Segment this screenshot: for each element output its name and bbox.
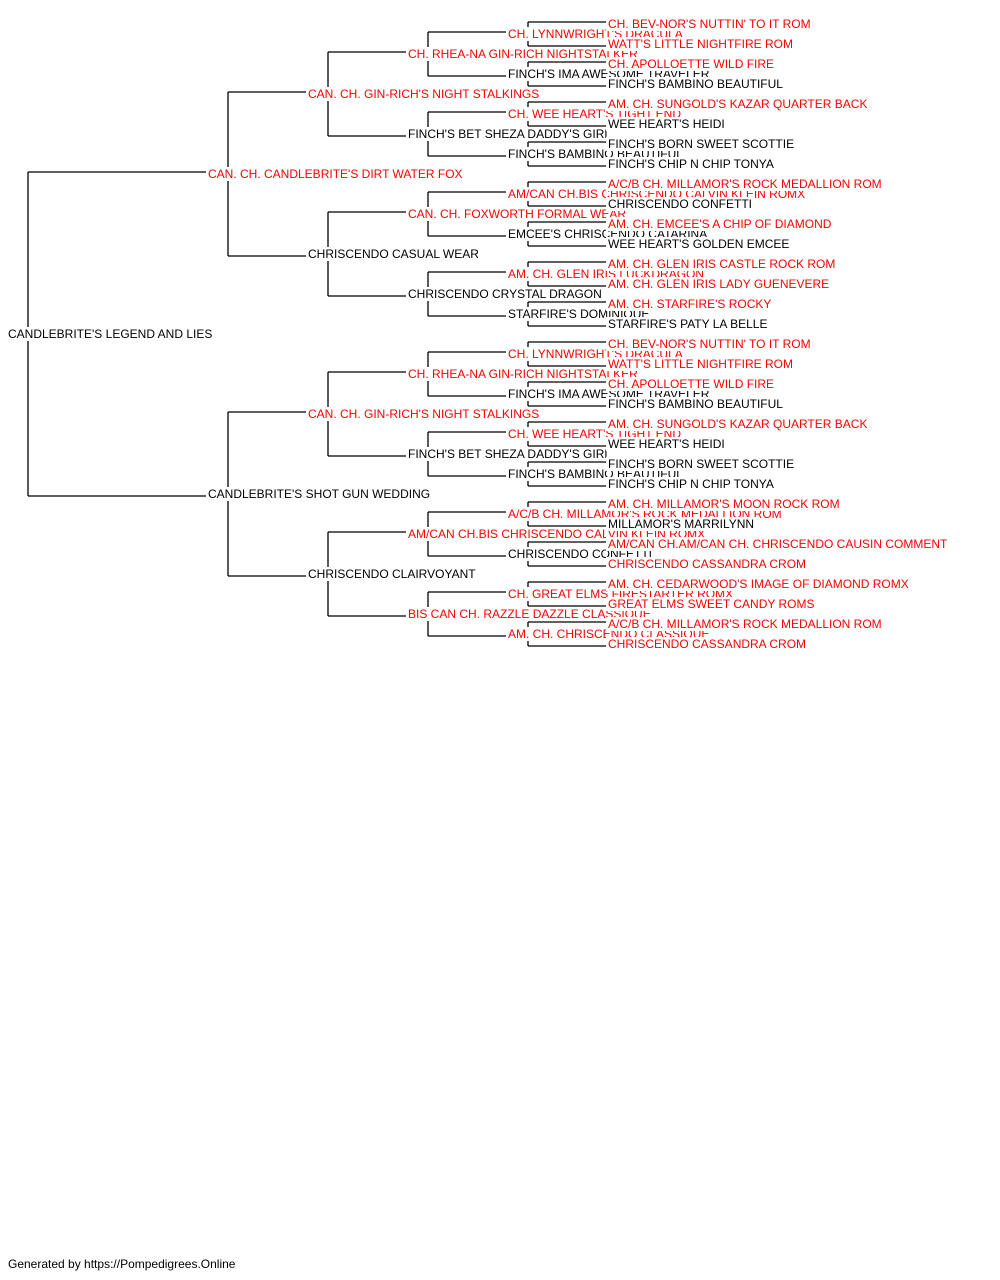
ancestor-name: WATT'S LITTLE NIGHTFIRE ROM xyxy=(608,357,793,371)
ancestor-name: FINCH'S BORN SWEET SCOTTIE xyxy=(608,457,794,471)
ancestor-name: WEE HEART'S GOLDEN EMCEE xyxy=(608,237,789,251)
label-backing xyxy=(606,337,813,351)
label-backing xyxy=(606,457,797,471)
ancestor-name: AM. CH. EMCEE'S A CHIP OF DIAMOND xyxy=(608,217,832,231)
label-backing xyxy=(206,487,433,501)
ancestor-name: AM. CH. MILLAMOR'S MOON ROCK ROM xyxy=(608,497,840,511)
label-backing xyxy=(606,477,776,491)
label-backing xyxy=(406,127,614,141)
ancestor-name: CHRISCENDO CRYSTAL DRAGON xyxy=(408,287,602,301)
ancestor-name: CH. BEV-NOR'S NUTTIN' TO IT ROM xyxy=(608,17,811,31)
label-backing xyxy=(606,197,754,211)
ancestor-name: AM. CH. GLEN IRIS LADY GUENEVERE xyxy=(608,277,829,291)
ancestor-name: CHRISCENDO CASSANDRA CROM xyxy=(608,557,806,571)
ancestor-name: CAN. CH. GIN-RICH'S NIGHT STALKINGS xyxy=(308,87,539,101)
label-backing xyxy=(606,637,809,651)
label-backing xyxy=(606,137,797,151)
label-backing xyxy=(606,277,832,291)
label-backing xyxy=(406,607,653,621)
label-backing xyxy=(406,47,641,61)
ancestor-name: FINCH'S BET SHEZA DADDY'S GIRL xyxy=(408,447,611,461)
ancestor-name: WATT'S LITTLE NIGHTFIRE ROM xyxy=(608,37,793,51)
ancestor-name: FINCH'S BAMBINO BEAUTIFUL xyxy=(608,77,783,91)
label-backing xyxy=(306,87,542,101)
ancestor-name: FINCH'S CHIP N CHIP TONYA xyxy=(608,157,774,171)
subject-dog-name: CANDLEBRITE'S LEGEND AND LIES xyxy=(8,327,212,341)
label-backing xyxy=(606,17,813,31)
label-backing xyxy=(306,567,479,581)
ancestor-name: WEE HEART'S HEIDI xyxy=(608,437,725,451)
ancestor-name: CHRISCENDO CONFETTI xyxy=(608,197,752,211)
label-backing xyxy=(606,77,786,91)
ancestor-name: AM. CH. CEDARWOOD'S IMAGE OF DIAMOND ROM… xyxy=(608,577,909,591)
label-backing xyxy=(606,317,770,331)
ancestor-name: CH. RHEA-NA GIN-RICH NIGHTSTALKER xyxy=(408,367,638,381)
ancestor-name: CANDLEBRITE'S SHOT GUN WEDDING xyxy=(208,487,430,501)
ancestor-name: AM. CH. SUNGOLD'S KAZAR QUARTER BACK xyxy=(608,97,867,111)
label-backing xyxy=(606,177,884,191)
label-backing xyxy=(606,417,870,431)
ancestor-name: FINCH'S CHIP N CHIP TONYA xyxy=(608,477,774,491)
label-backing xyxy=(606,357,795,371)
ancestor-name: AM/CAN CH.AM/CAN CH. CHRISCENDO CAUSIN C… xyxy=(608,537,948,551)
ancestor-name: CAN. CH. GIN-RICH'S NIGHT STALKINGS xyxy=(308,407,539,421)
label-backing xyxy=(606,517,757,531)
label-backing xyxy=(606,257,838,271)
label-backing xyxy=(606,217,834,231)
label-backing xyxy=(6,327,215,341)
ancestor-name: BIS CAN CH. RAZZLE DAZZLE CLASSIQUE xyxy=(408,607,651,621)
label-backing xyxy=(406,207,629,221)
ancestor-name: MILLAMOR'S MARRILYNN xyxy=(608,517,754,531)
ancestor-name: CAN. CH. FOXWORTH FORMAL WEAR xyxy=(408,207,626,221)
ancestor-name: CHRISCENDO CLAIRVOYANT xyxy=(308,567,476,581)
label-backing xyxy=(606,117,727,131)
ancestor-name: FINCH'S BORN SWEET SCOTTIE xyxy=(608,137,794,151)
label-backing xyxy=(606,37,795,51)
ancestor-name: AM. CH. STARFIRE'S ROCKY xyxy=(608,297,771,311)
ancestor-name: A/C/B CH. MILLAMOR'S ROCK MEDALLION ROM xyxy=(608,617,882,631)
label-backing xyxy=(406,447,614,461)
ancestor-name: CAN. CH. CANDLEBRITE'S DIRT WATER FOX xyxy=(208,167,463,181)
ancestor-name: GREAT ELMS SWEET CANDY ROMS xyxy=(608,597,814,611)
ancestor-name: FINCH'S BAMBINO BEAUTIFUL xyxy=(608,397,783,411)
ancestor-name: CHRISCENDO CASUAL WEAR xyxy=(308,247,479,261)
ancestor-name: STARFIRE'S PATY LA BELLE xyxy=(608,317,767,331)
label-backing xyxy=(606,577,911,591)
label-backing xyxy=(306,407,542,421)
generated-by-footer: Generated by https://Pompedigrees.Online xyxy=(8,1257,236,1271)
ancestor-name: CH. APOLLOETTE WILD FIRE xyxy=(608,377,774,391)
ancestor-name: CH. APOLLOETTE WILD FIRE xyxy=(608,57,774,71)
label-backing xyxy=(606,437,727,451)
ancestor-name: CHRISCENDO CASSANDRA CROM xyxy=(608,637,806,651)
ancestor-name: A/C/B CH. MILLAMOR'S ROCK MEDALLION ROM xyxy=(608,177,882,191)
label-backing xyxy=(606,237,792,251)
label-backing xyxy=(606,597,817,611)
label-backing xyxy=(606,497,842,511)
label-backing xyxy=(606,397,786,411)
label-backing xyxy=(306,247,482,261)
label-backing xyxy=(406,367,641,381)
label-backing xyxy=(606,377,777,391)
label-backing xyxy=(606,157,776,171)
ancestor-name: AM. CH. GLEN IRIS CASTLE ROCK ROM xyxy=(608,257,835,271)
ancestor-name: AM. CH. SUNGOLD'S KAZAR QUARTER BACK xyxy=(608,417,867,431)
label-backing xyxy=(406,287,604,301)
label-backing xyxy=(206,167,465,181)
ancestor-name: WEE HEART'S HEIDI xyxy=(608,117,725,131)
label-backing xyxy=(606,297,774,311)
ancestor-name: CH. RHEA-NA GIN-RICH NIGHTSTALKER xyxy=(408,47,638,61)
label-backing xyxy=(606,557,809,571)
ancestor-name: CH. BEV-NOR'S NUTTIN' TO IT ROM xyxy=(608,337,811,351)
label-backing xyxy=(606,97,870,111)
ancestor-name: FINCH'S BET SHEZA DADDY'S GIRL xyxy=(408,127,611,141)
label-backing xyxy=(606,617,884,631)
label-backing xyxy=(606,537,951,551)
label-backing xyxy=(606,57,777,71)
